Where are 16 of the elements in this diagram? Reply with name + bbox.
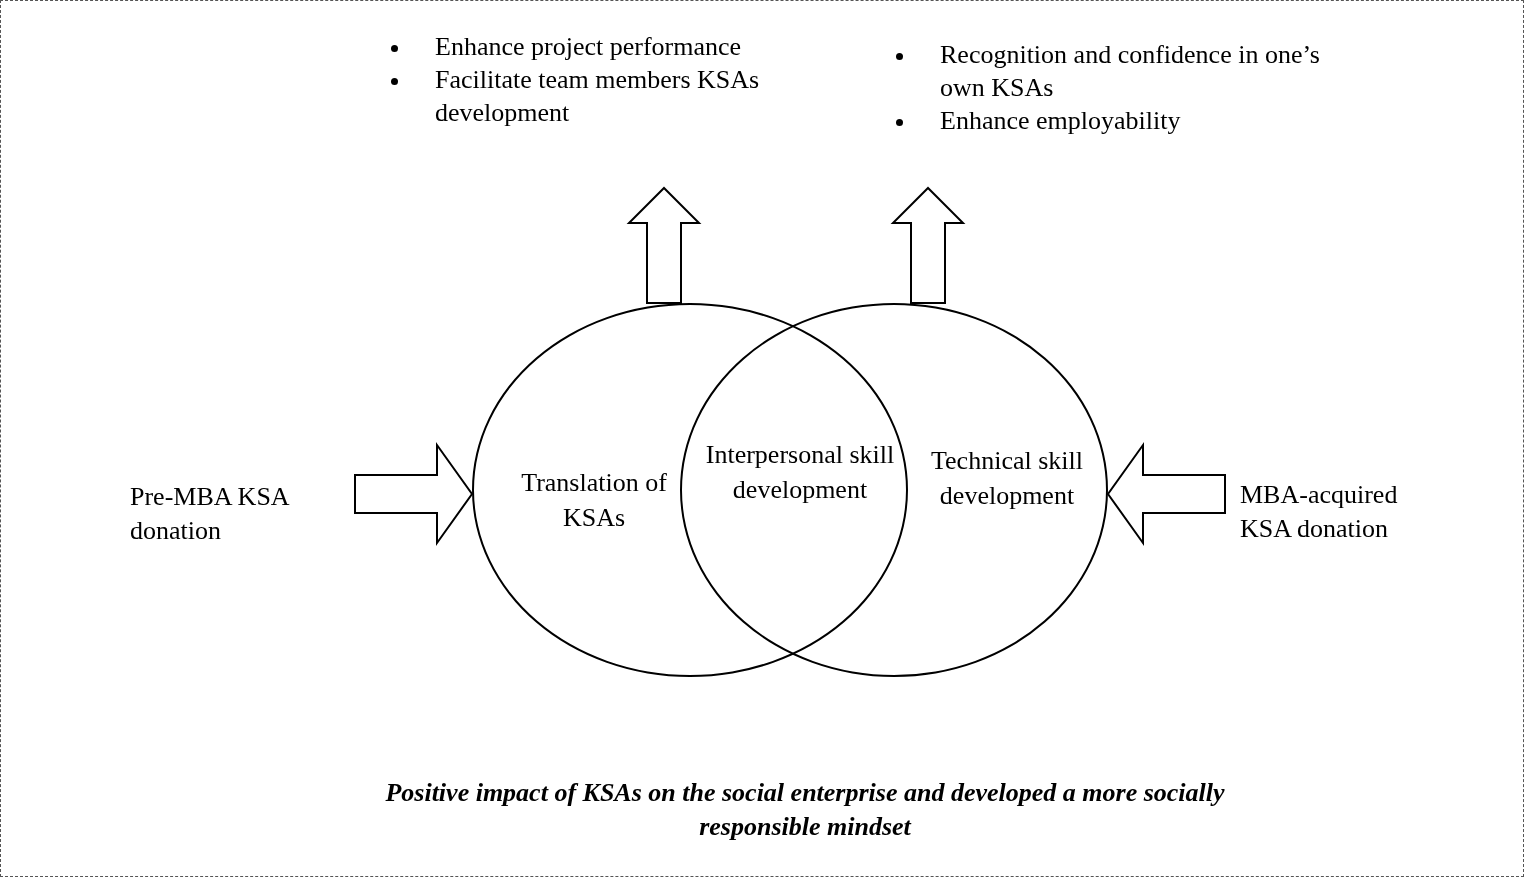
- block-arrow: [354, 441, 474, 547]
- caption: Positive impact of KSAs on the social enterprise and developed a more socially responsible mindset: [384, 777, 1226, 843]
- bullet-text: Enhance employability: [940, 105, 1182, 137]
- bullet-text: Enhance project performance: [435, 31, 743, 63]
- circle-label: Technical skill development: [930, 445, 1084, 512]
- block-arrow: [890, 186, 966, 304]
- input-label: Pre-MBA KSA donation: [130, 481, 290, 547]
- block-arrow: [626, 186, 702, 304]
- block-arrow: [1106, 441, 1226, 547]
- venn-circle: [680, 303, 1108, 677]
- input-label: MBA-acquired KSA donation: [1240, 479, 1399, 545]
- venn-circle: [472, 303, 908, 677]
- overlap-label: Interpersonal skill development: [705, 439, 895, 506]
- bullet-text: Facilitate team members KSAs development: [435, 64, 761, 129]
- bullet-text: Recognition and confidence in one’s own KSAs: [940, 39, 1321, 104]
- circle-label: Translation of KSAs: [520, 467, 668, 534]
